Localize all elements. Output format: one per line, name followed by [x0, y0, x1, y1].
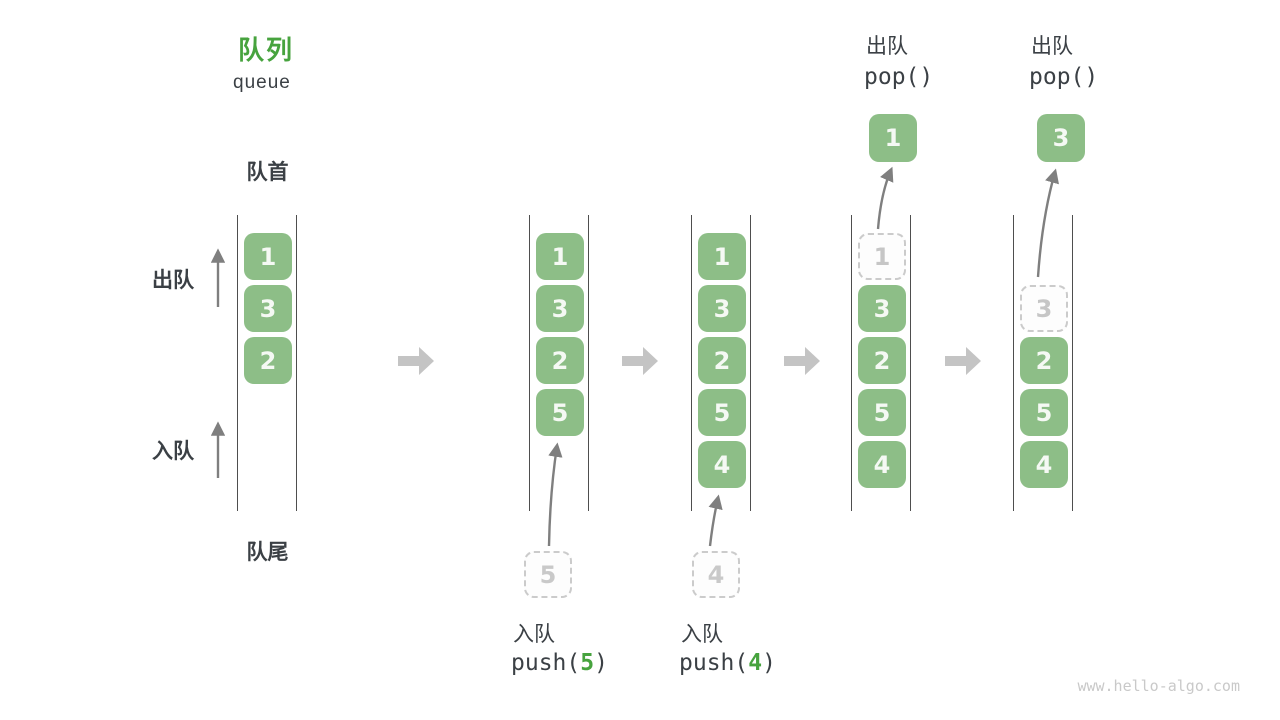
code-arg: 4	[748, 650, 763, 676]
queue-cell: 2	[698, 337, 746, 384]
queue-cell: 4	[1020, 441, 1068, 488]
watermark: www.hello-algo.com	[1077, 677, 1240, 695]
label-queue-rear: 队尾	[246, 541, 289, 564]
queue-cell-popped: 3	[1020, 285, 1068, 332]
queue-cell: 3	[698, 285, 746, 332]
queue-cell: 3	[536, 285, 584, 332]
queue-cell-popped: 1	[858, 233, 906, 280]
queue-cell: 2	[1020, 337, 1068, 384]
queue-channel-4	[851, 215, 911, 511]
op-label-dequeue-1: 出队	[866, 35, 908, 58]
queue-cell: 1	[698, 233, 746, 280]
code-open: push(	[511, 650, 581, 676]
page-title: 队列	[238, 35, 295, 65]
queue-channel-2	[529, 215, 589, 511]
queue-cell: 4	[858, 441, 906, 488]
code-close: )	[762, 650, 776, 676]
op-code-pop-1: pop()	[864, 64, 934, 90]
queue-cell: 3	[244, 285, 292, 332]
op-code-pop-2: pop()	[1029, 64, 1099, 90]
label-enqueue-side: 入队	[152, 440, 194, 463]
op-label-dequeue-2: 出队	[1031, 35, 1073, 58]
op-code-push-5: push(5)	[511, 650, 608, 676]
queue-cell: 1	[536, 233, 584, 280]
page-subtitle: queue	[233, 72, 291, 93]
popped-value-box: 1	[869, 114, 917, 162]
queue-cell: 4	[698, 441, 746, 488]
queue-cell: 3	[858, 285, 906, 332]
flow-arrow-icon	[622, 347, 658, 375]
label-dequeue-side: 出队	[152, 269, 194, 292]
enqueue-value-box: 5	[524, 551, 572, 598]
enqueue-value-box: 4	[692, 551, 740, 598]
flow-arrow-icon	[784, 347, 820, 375]
code-arg: 5	[580, 650, 595, 676]
queue-channel-3	[691, 215, 751, 511]
queue-channel-5	[1013, 215, 1073, 511]
popped-value-box: 3	[1037, 114, 1085, 162]
queue-cell: 5	[698, 389, 746, 436]
code-close: )	[594, 650, 608, 676]
queue-cell: 2	[536, 337, 584, 384]
label-queue-front: 队首	[246, 161, 289, 184]
op-code-push-4: push(4)	[679, 650, 776, 676]
op-label-enqueue-2: 入队	[681, 623, 723, 646]
queue-cell: 2	[858, 337, 906, 384]
queue-channel-1	[237, 215, 297, 511]
code-open: push(	[679, 650, 749, 676]
queue-cell: 5	[858, 389, 906, 436]
queue-cell: 5	[536, 389, 584, 436]
flow-arrow-icon	[945, 347, 981, 375]
queue-cell: 5	[1020, 389, 1068, 436]
op-label-enqueue-1: 入队	[513, 623, 555, 646]
queue-cell: 1	[244, 233, 292, 280]
queue-cell: 2	[244, 337, 292, 384]
flow-arrow-icon	[398, 347, 434, 375]
